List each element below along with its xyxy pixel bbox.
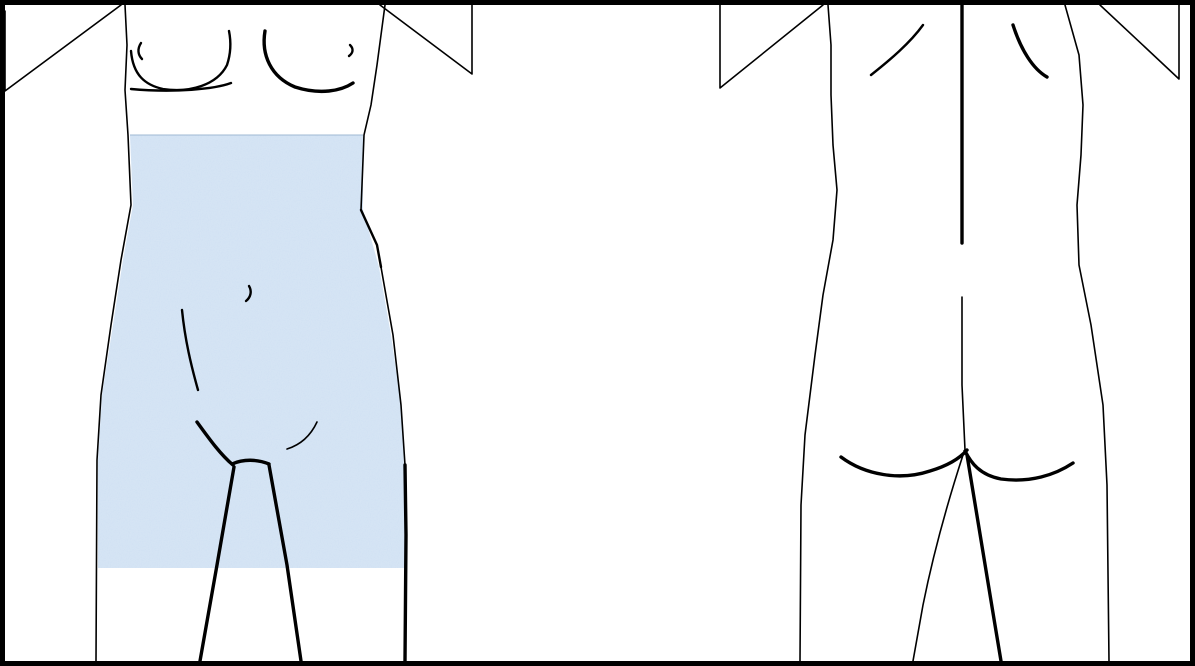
back-left-buttock: [841, 450, 967, 476]
back-inner-leg-right: [967, 455, 1001, 661]
back-left-arm: [720, 5, 823, 88]
front-right-breast: [264, 31, 353, 91]
front-right-nipple: [349, 45, 353, 56]
body-map: [5, 5, 1190, 661]
front-left-breast: [131, 31, 230, 90]
highlight-texture: [98, 135, 406, 568]
back-torso-right-side: [1065, 5, 1109, 661]
front-left-nipple: [138, 43, 142, 59]
back-right-shoulder-blade: [1013, 25, 1047, 77]
back-left-shoulder-blade: [871, 25, 923, 75]
front-torso-right-side: [361, 5, 385, 210]
back-view: [720, 5, 1179, 661]
front-highlight-region[interactable]: [98, 135, 406, 568]
back-right-arm: [1100, 5, 1179, 79]
front-thigh-right-outer: [405, 465, 406, 661]
back-right-buttock: [965, 451, 1073, 480]
back-spine-lower: [962, 297, 965, 450]
back-torso-left-side: [800, 5, 837, 661]
front-right-arm: [380, 5, 472, 74]
front-view: [5, 5, 472, 661]
front-chest-line: [131, 83, 231, 91]
front-left-arm: [5, 5, 121, 91]
back-inner-leg-left: [913, 455, 963, 661]
